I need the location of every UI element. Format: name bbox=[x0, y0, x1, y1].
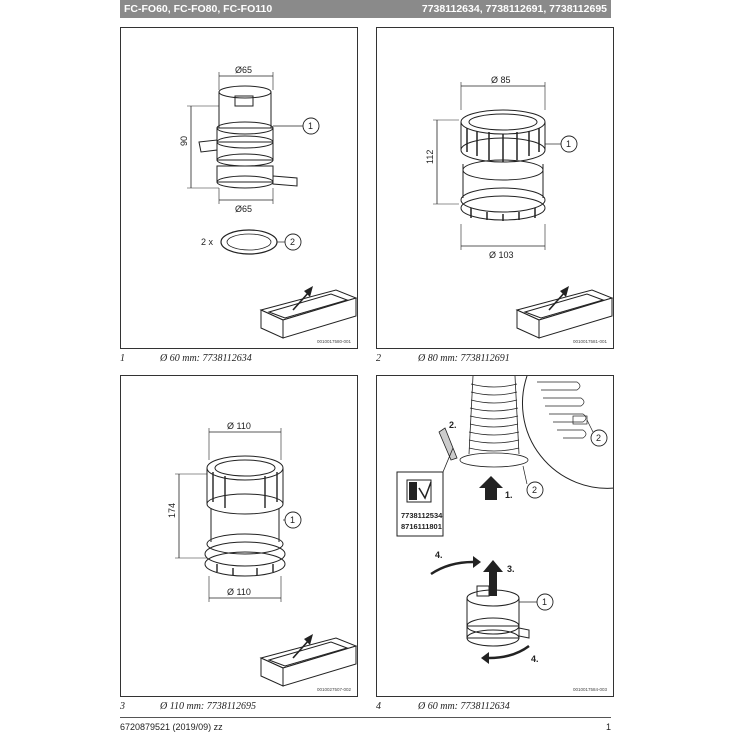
footer-rule bbox=[120, 717, 611, 718]
panel-4: 1. 2. 7738112534 8716111801 2 2 bbox=[376, 375, 614, 697]
dim-bottom-label: Ø 110 bbox=[227, 587, 251, 597]
figure-3-caption: Ø 110 mm: 7738112695 bbox=[160, 701, 257, 712]
dim-bottom-label: Ø65 bbox=[235, 204, 252, 214]
panel-1: Ø65 90 Ø65 1 2 x bbox=[120, 27, 358, 349]
page-footer: 6720879521 (2019/09) zz 1 bbox=[120, 722, 611, 732]
packaging-box-icon bbox=[259, 637, 357, 687]
figure-2-caption: Ø 80 mm: 7738112691 bbox=[418, 353, 510, 364]
callout-1-circle bbox=[302, 117, 320, 135]
callout-2b-circle bbox=[590, 429, 608, 447]
callout-2-circle bbox=[284, 233, 302, 251]
step-4a-label: 4. bbox=[435, 550, 443, 560]
dim-height-label: 90 bbox=[179, 136, 189, 146]
figure-3-number: 3 bbox=[120, 701, 125, 712]
lubricant-code-2: 8716111801 bbox=[401, 522, 442, 531]
packaging-box-icon bbox=[259, 289, 357, 339]
packaging-box-icon bbox=[515, 289, 613, 339]
dim-top-label: Ø 85 bbox=[491, 75, 511, 85]
step-2-label: 2. bbox=[449, 420, 457, 430]
page-number: 1 bbox=[605, 722, 611, 732]
callout-1-label: 1 bbox=[308, 121, 313, 131]
drawing-code: 0010027507-002 bbox=[317, 687, 352, 692]
figure-2-number: 2 bbox=[376, 353, 381, 364]
figure-1-number: 1 bbox=[120, 353, 125, 364]
lubricant-code-1: 7738112534 bbox=[401, 511, 443, 520]
figure-1-caption: Ø 60 mm: 7738112634 bbox=[160, 353, 252, 364]
dim-height-label: 174 bbox=[167, 503, 177, 518]
page-header: FC-FO60, FC-FO80, FC-FO110 7738112634, 7… bbox=[120, 0, 611, 18]
callout-2b-label: 2 bbox=[596, 433, 601, 443]
rotate-arrow-top-icon bbox=[430, 560, 474, 576]
callout-1-circle bbox=[536, 593, 554, 611]
dim-bottom-label: Ø 103 bbox=[489, 250, 514, 260]
gasket-quantity: 2 x bbox=[201, 237, 214, 247]
callout-2-label: 2 bbox=[290, 237, 295, 247]
header-part-numbers: 7738112634, 7738112691, 7738112695 bbox=[421, 3, 607, 15]
pull-up-arrow-icon bbox=[483, 560, 503, 596]
step-3-label: 3. bbox=[507, 564, 515, 574]
drawing-code: 0010017580-001 bbox=[317, 339, 352, 344]
panel-2: Ø 85 112 Ø 103 1 bbox=[376, 27, 614, 349]
drawing-code: 0010017584-003 bbox=[573, 687, 608, 692]
drawing-code: 0010017581-001 bbox=[573, 339, 608, 344]
callout-2-label: 2 bbox=[532, 485, 537, 495]
panel-1-drawing: Ø65 90 Ø65 1 2 x bbox=[179, 65, 357, 339]
figure-4-caption: Ø 60 mm: 7738112634 bbox=[418, 701, 510, 712]
push-up-arrow-icon bbox=[479, 476, 503, 500]
detail-view bbox=[522, 376, 613, 489]
callout-1-circle bbox=[284, 511, 302, 529]
header-models: FC-FO60, FC-FO80, FC-FO110 bbox=[124, 3, 273, 15]
callout-1-label: 1 bbox=[566, 139, 571, 149]
panel-4-drawing: 1. 2. 7738112534 8716111801 2 2 bbox=[396, 376, 613, 664]
document-number: 6720879521 (2019/09) zz bbox=[120, 722, 223, 732]
step-1-label: 1. bbox=[505, 490, 513, 500]
panel-3: Ø 110 174 Ø 110 1 bbox=[120, 375, 358, 697]
dim-top-label: Ø65 bbox=[235, 65, 252, 75]
dim-top-label: Ø 110 bbox=[227, 421, 251, 431]
dim-height-label: 112 bbox=[425, 150, 435, 164]
figure-4-number: 4 bbox=[376, 701, 381, 712]
lubricant-tube-icon bbox=[438, 427, 458, 461]
panel-2-drawing: Ø 85 112 Ø 103 1 bbox=[425, 75, 613, 339]
callout-1-circle bbox=[560, 135, 578, 153]
callout-1-label: 1 bbox=[542, 597, 547, 607]
callout-1-label: 1 bbox=[290, 515, 295, 525]
step-4b-label: 4. bbox=[531, 654, 539, 664]
rotate-arrow-bottom-icon bbox=[488, 644, 530, 660]
callout-2-circle bbox=[526, 481, 544, 499]
panel-3-drawing: Ø 110 174 Ø 110 1 bbox=[167, 421, 357, 687]
